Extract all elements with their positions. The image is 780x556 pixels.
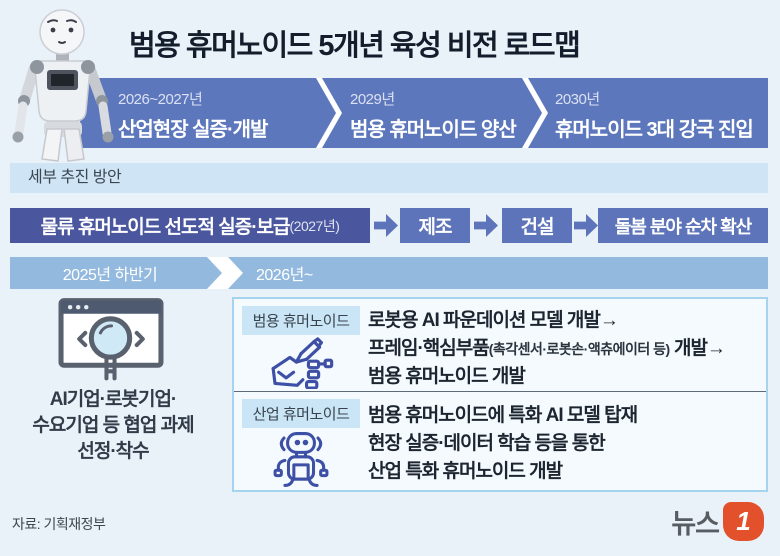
- flow-arrow-icon: [374, 214, 398, 237]
- industrial-line-1: 범용 휴머노이드에 특화 AI 모델 탑재: [368, 405, 638, 426]
- flow-lead-box: 물류 휴머노이드 선도적 실증·보급(2027년): [10, 208, 370, 243]
- stage-year: 2030년: [555, 91, 600, 108]
- industrial-line-3: 산업 특화 휴머노이드 개발: [368, 461, 563, 482]
- timeline-phase-2: 2026년~: [228, 257, 768, 289]
- flow-step-manufacturing: 제조: [400, 208, 470, 243]
- detail-box: 범용 휴머노이드: [232, 297, 768, 492]
- news1-logo-text: 뉴스: [671, 509, 720, 539]
- stage-label: 범용 휴머노이드 양산: [350, 119, 516, 141]
- stage-year: 2026~2027년: [118, 91, 203, 108]
- row-divider: [234, 391, 766, 392]
- industrial-line-2: 현장 실증·데이터 학습 등을 통한: [368, 433, 606, 454]
- page-title: 범용 휴머노이드 5개년 육성 비전 로드맵: [129, 30, 581, 62]
- source-credit: 자료: 기획재정부: [12, 516, 106, 532]
- flow-lead-suffix: (2027년): [289, 217, 340, 234]
- flow-arrow-icon: [574, 214, 598, 237]
- news1-logo: 뉴스 1: [671, 502, 764, 541]
- flow-lead-text: 물류 휴머노이드 선도적 실증·보급: [40, 217, 291, 238]
- left-task-line: 수요기업 등 협업 과제: [32, 415, 194, 436]
- stage-label: 산업현장 실증·개발: [118, 119, 268, 141]
- flow-arrow-icon: [474, 214, 498, 237]
- general-line-3: 범용 휴머노이드 개발: [368, 366, 526, 387]
- stage-year: 2029년: [350, 91, 395, 108]
- humanoid-robot-illustration: [12, 9, 114, 162]
- left-task-text: AI기업·로봇기업· 수요기업 등 협업 과제 선정·착수: [2, 387, 224, 465]
- news1-logo-badge: 1: [723, 502, 764, 541]
- roadmap-stage-1: 2026~2027년 산업현장 실증·개발: [80, 78, 336, 148]
- flow-step-care: 돌봄 분야 순차 확산: [598, 208, 768, 243]
- roadmap-stage-3: 2030년 휴머노이드 3대 강국 진입: [528, 78, 768, 148]
- browser-search-icon: [58, 298, 164, 381]
- flow-step-construction: 건설: [502, 208, 572, 243]
- robot-icon: [273, 432, 329, 487]
- parenthetical-note: (촉각센서·로봇손·액츄에이터 등): [488, 341, 670, 357]
- general-line-2: 프레임·핵심부품(촉각센서·로봇손·액츄에이터 등) 개발→: [368, 338, 726, 359]
- stage-label: 휴머노이드 3대 강국 진입: [555, 119, 754, 141]
- left-task-line: AI기업·로봇기업·: [49, 389, 178, 410]
- left-task-line: 선정·착수: [77, 441, 149, 462]
- general-line-1: 로봇용 AI 파운데이션 모델 개발→: [368, 310, 619, 331]
- roadmap-stage-2: 2029년 범용 휴머노이드 양산: [322, 78, 542, 148]
- general-humanoid-badge: 범용 휴머노이드: [241, 306, 361, 335]
- section-header: 세부 추진 방안: [10, 163, 768, 193]
- industrial-humanoid-row: 산업 휴머노이드: [234, 392, 766, 489]
- industrial-humanoid-badge: 산업 휴머노이드: [241, 399, 361, 428]
- timeline-phase-1: 2025년 하반기: [10, 257, 222, 289]
- robot-hand-icon: [271, 337, 334, 389]
- general-humanoid-row: 범용 휴머노이드: [234, 299, 766, 391]
